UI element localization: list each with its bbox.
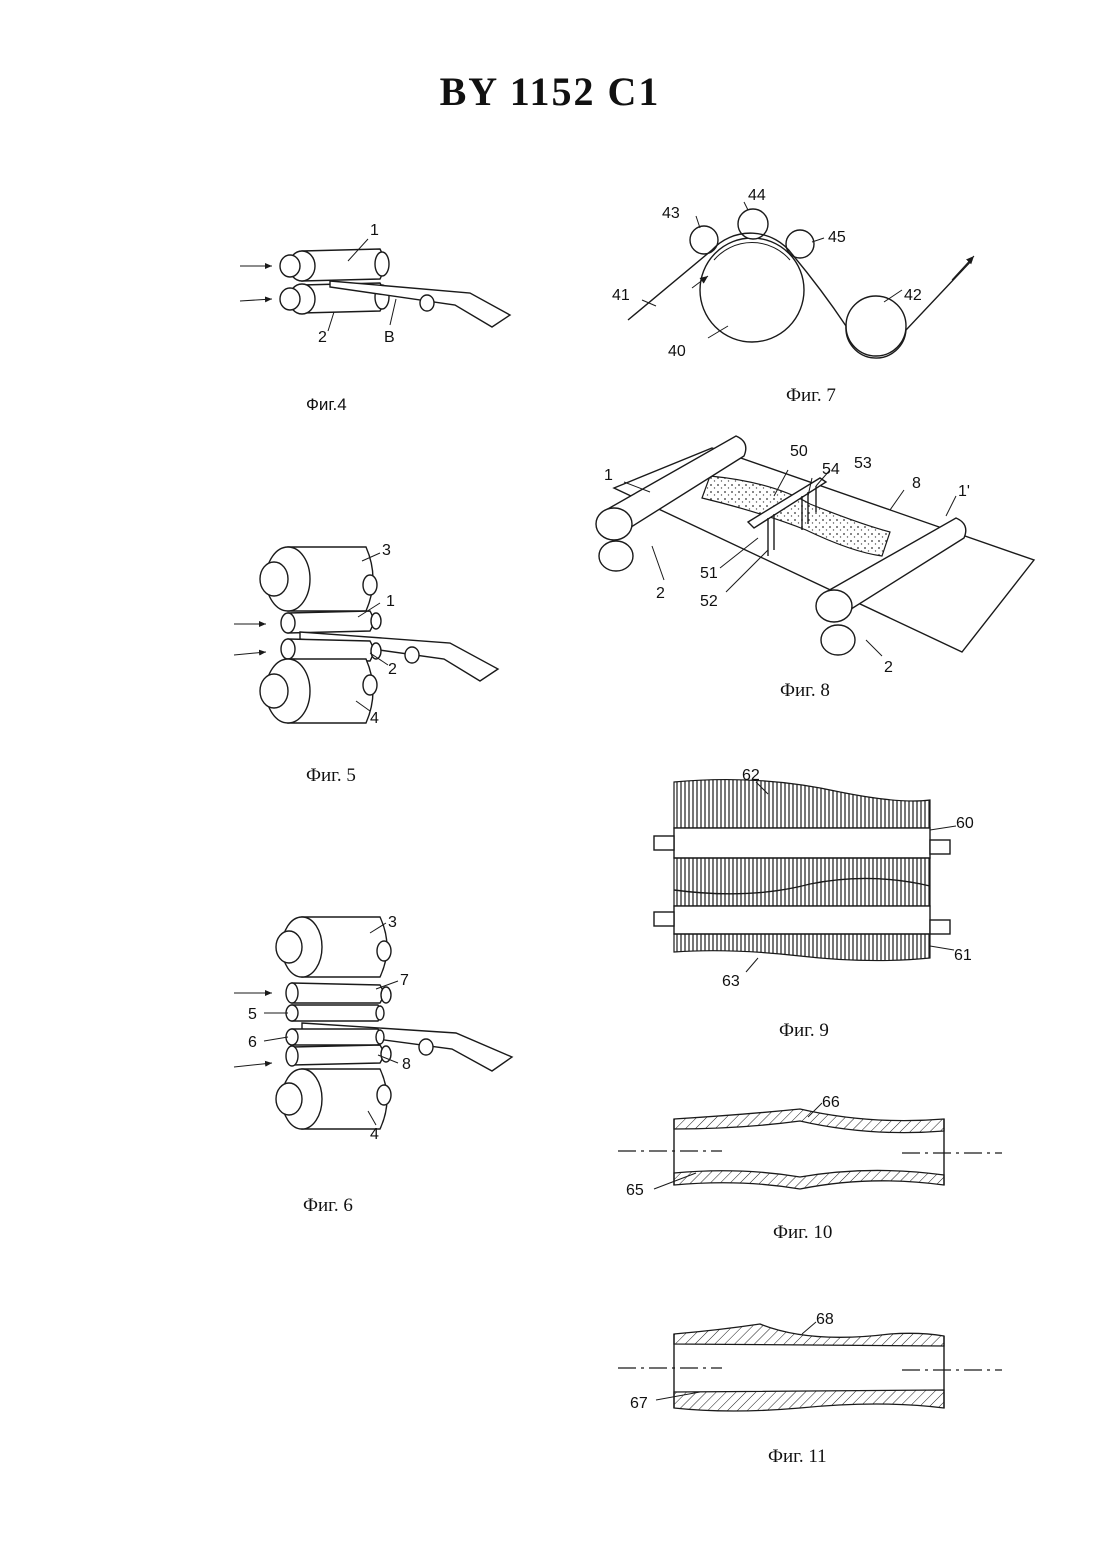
fig8-label: 51 [700,565,718,582]
fig4-label: 1 [370,222,379,239]
fig7-label: 42 [904,287,922,304]
fig6-roll-6 [286,1029,384,1045]
fig4-roll-1 [280,249,389,281]
fig11-hatched-layer-68-top [674,1324,944,1346]
fig9-roll-60 [674,828,930,858]
fig8-label: 52 [700,593,718,610]
fig7-exit-arrow [952,256,974,280]
figure-7-caption: Фиг. 7 [786,385,836,407]
fig6-roll-8 [286,1045,391,1066]
fig4-label: B [384,329,395,346]
fig5-label: 3 [382,542,391,559]
fig9-roll-61 [674,906,930,934]
fig11-label: 68 [816,1311,834,1328]
fig9-shaft-left-upper [654,836,674,850]
figure-4-drawing: 1 2 B [230,215,530,355]
fig4-feed-arrow-bottom [240,299,272,301]
fig7-label: 40 [668,343,686,360]
fig11-label: 67 [630,1395,648,1412]
fig9-label: 63 [722,973,740,990]
fig7-label: 44 [748,187,766,204]
fig8-roll-2 [599,541,633,571]
fig7-label: 45 [828,229,846,246]
fig5-backup-roll-3 [260,547,377,611]
fig9-bristles-62 [674,780,930,828]
fig6-backup-roll-3 [276,917,391,977]
fig6-roll-5 [286,1005,384,1021]
fig8-label: 1 [604,467,613,484]
fig9-label: 61 [954,947,972,964]
fig4-label: 2 [318,329,327,346]
fig9-bristles-63 [674,934,930,961]
fig8-label: 1' [958,483,970,500]
fig7-roller-43 [690,226,718,254]
fig6-label: 5 [248,1006,257,1023]
fig9-shaft-right-upper [930,840,950,854]
fig6-label: 6 [248,1034,257,1051]
fig9-middle-bristles [674,858,930,906]
fig10-label: 66 [822,1094,840,1111]
fig6-label: 4 [370,1126,379,1143]
fig8-label: 50 [790,443,808,460]
figure-6-drawing: 3 7 5 6 8 4 [230,905,530,1145]
fig6-backup-roll-4 [276,1069,391,1129]
fig8-roll-2-lower [821,625,855,655]
fig7-label: 41 [612,287,630,304]
fig5-work-roll-2 [281,639,381,661]
fig8-label: 54 [822,461,840,478]
fig6-roll-7 [286,983,391,1003]
fig6-label: 3 [388,914,397,931]
fig11-hatched-layer-68-bottom [674,1390,944,1411]
fig7-label: 43 [662,205,680,222]
fig7-roller-45 [786,230,814,258]
fig9-shaft-left-lower [654,912,674,926]
figure-10-drawing: 66 65 [610,1085,1020,1210]
fig10-label: 65 [626,1182,644,1199]
fig10-hatched-layer-66-top [674,1109,944,1133]
fig6-label: 7 [400,972,409,989]
fig9-shaft-right-lower [930,920,950,934]
fig5-label: 1 [386,593,395,610]
figure-7-drawing: 43 44 45 41 42 40 [600,180,1000,380]
fig8-label: 8 [912,475,921,492]
document-title: BY 1152 C1 [0,68,1100,115]
fig6-feed-arrow-bottom [234,1063,272,1067]
fig5-work-roll-1 [281,611,381,633]
fig10-hatched-layer-66-bottom [674,1170,944,1189]
figure-8-drawing: 50 54 53 1 8 1' 51 52 2 2 [590,420,1050,685]
fig9-label: 60 [956,815,974,832]
figure-11-drawing: 68 67 [610,1300,1020,1430]
figure-4-caption: Фиг.4 [306,395,347,415]
fig5-label: 4 [370,710,379,727]
fig9-label: 62 [742,767,760,784]
figure-5-drawing: 3 1 2 4 [230,535,530,735]
fig8-label: 53 [854,455,872,472]
fig6-label: 8 [402,1056,411,1073]
figure-11-caption: Фиг. 11 [768,1446,827,1468]
figure-9-drawing: 62 60 61 63 [640,760,1020,1000]
fig8-label: 2 [884,659,893,676]
figure-6-caption: Фиг. 6 [303,1195,353,1217]
fig8-label: 2 [656,585,665,602]
fig5-backup-roll-4 [260,659,377,723]
fig5-feed-arrow-bottom [234,652,266,655]
fig7-roller-42 [846,296,906,356]
figure-9-caption: Фиг. 9 [779,1020,829,1042]
fig5-label: 2 [388,661,397,678]
figure-5-caption: Фиг. 5 [306,765,356,787]
figure-8-caption: Фиг. 8 [780,680,830,702]
figure-10-caption: Фиг. 10 [773,1222,832,1244]
fig7-main-cylinder-40 [700,238,804,342]
